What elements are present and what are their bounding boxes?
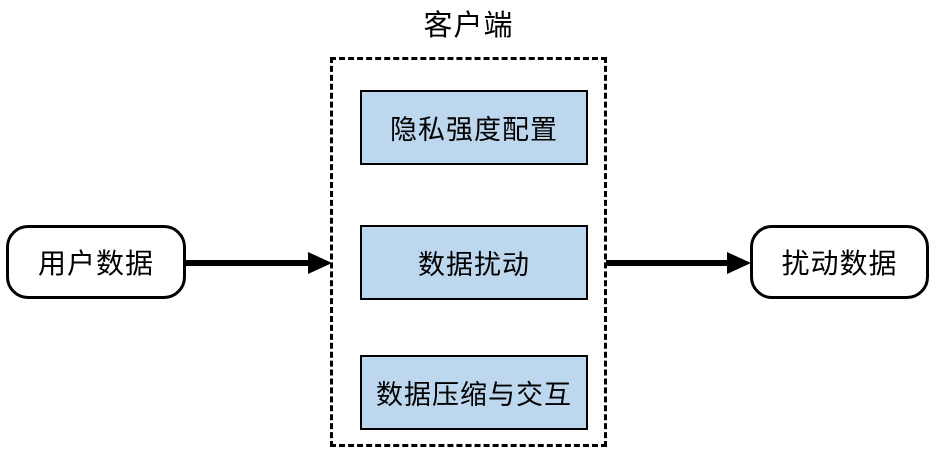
client-dashed-container xyxy=(330,57,607,447)
client-container-title: 客户端 xyxy=(423,10,514,42)
perturbed-data-node: 扰动数据 xyxy=(750,225,929,299)
data-perturbation-module: 数据扰动 xyxy=(360,225,588,300)
privacy-strength-config-module: 隐私强度配置 xyxy=(360,90,588,165)
arrow-client-to-output-icon xyxy=(606,252,751,274)
user-data-node: 用户数据 xyxy=(6,225,186,299)
arrow-input-to-client-icon xyxy=(186,252,332,274)
data-compression-interaction-module: 数据压缩与交互 xyxy=(360,355,588,430)
